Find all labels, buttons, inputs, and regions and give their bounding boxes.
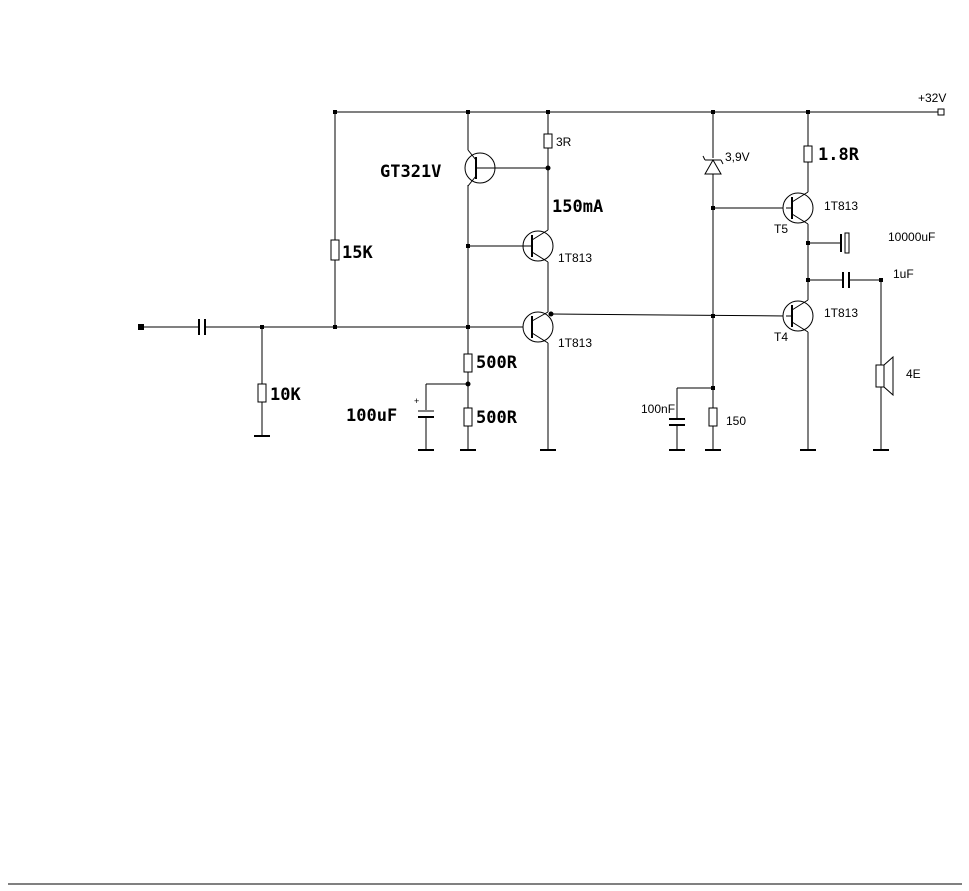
- input-section: [138, 319, 527, 335]
- capacitor-10000uf-label: 10000uF: [888, 230, 935, 244]
- capacitor-100uf-label: 100uF: [346, 406, 397, 426]
- zener-diode: [702, 112, 786, 408]
- resistor-15k: [330, 112, 340, 327]
- resistor-150: [705, 407, 721, 451]
- transistor-t5: [782, 191, 814, 300]
- supply-voltage-label: +32V: [918, 91, 946, 105]
- resistor-500r-bottom-label: 500R: [476, 408, 518, 428]
- transistor-q3: [522, 311, 787, 451]
- capacitor-100nf: [669, 387, 713, 451]
- transistor-q3-label: 1T813: [558, 336, 592, 350]
- resistor-1-8r: [803, 112, 813, 192]
- resistor-10k-label: 10K: [270, 385, 301, 405]
- resistor-500r-top: [463, 353, 473, 408]
- capacitor-100nf-label: 100nF: [641, 402, 675, 416]
- resistor-10k: [254, 327, 270, 437]
- speaker-label: 4E: [906, 367, 921, 381]
- resistor-500r-bottom: [460, 407, 476, 451]
- capacitor-1uf-label: 1uF: [893, 267, 914, 281]
- capacitor-10000uf: [808, 232, 850, 254]
- resistor-3r-label: 3R: [556, 135, 572, 149]
- resistor-15k-label: 15K: [342, 243, 373, 263]
- resistor-3r: [543, 112, 553, 230]
- capacitor-100uf-plus: +: [414, 396, 419, 406]
- speaker: [873, 280, 894, 451]
- supply-rail: [335, 108, 945, 116]
- transistor-t4-type: 1T813: [824, 306, 858, 320]
- transistor-q2-label: 1T813: [558, 251, 592, 265]
- resistor-500r-top-label: 500R: [476, 353, 518, 373]
- transistor-gt321v-label: GT321V: [380, 162, 441, 182]
- junction-dots: [260, 110, 883, 390]
- current-label: 150mA: [552, 197, 603, 217]
- resistor-150-label: 150: [726, 414, 746, 428]
- capacitor-1uf: [808, 272, 881, 288]
- transistor-gt321v: [464, 149, 548, 187]
- transistor-t4-name: T4: [774, 330, 788, 344]
- resistor-1-8r-label: 1.8R: [818, 145, 860, 165]
- zener-diode-label: 3,9V: [725, 150, 750, 164]
- transistor-t4: [782, 299, 816, 451]
- transistor-q2: [468, 229, 554, 312]
- transistor-t5-type: 1T813: [824, 199, 858, 213]
- transistor-t5-name: T5: [774, 222, 788, 236]
- capacitor-100uf: [418, 383, 468, 451]
